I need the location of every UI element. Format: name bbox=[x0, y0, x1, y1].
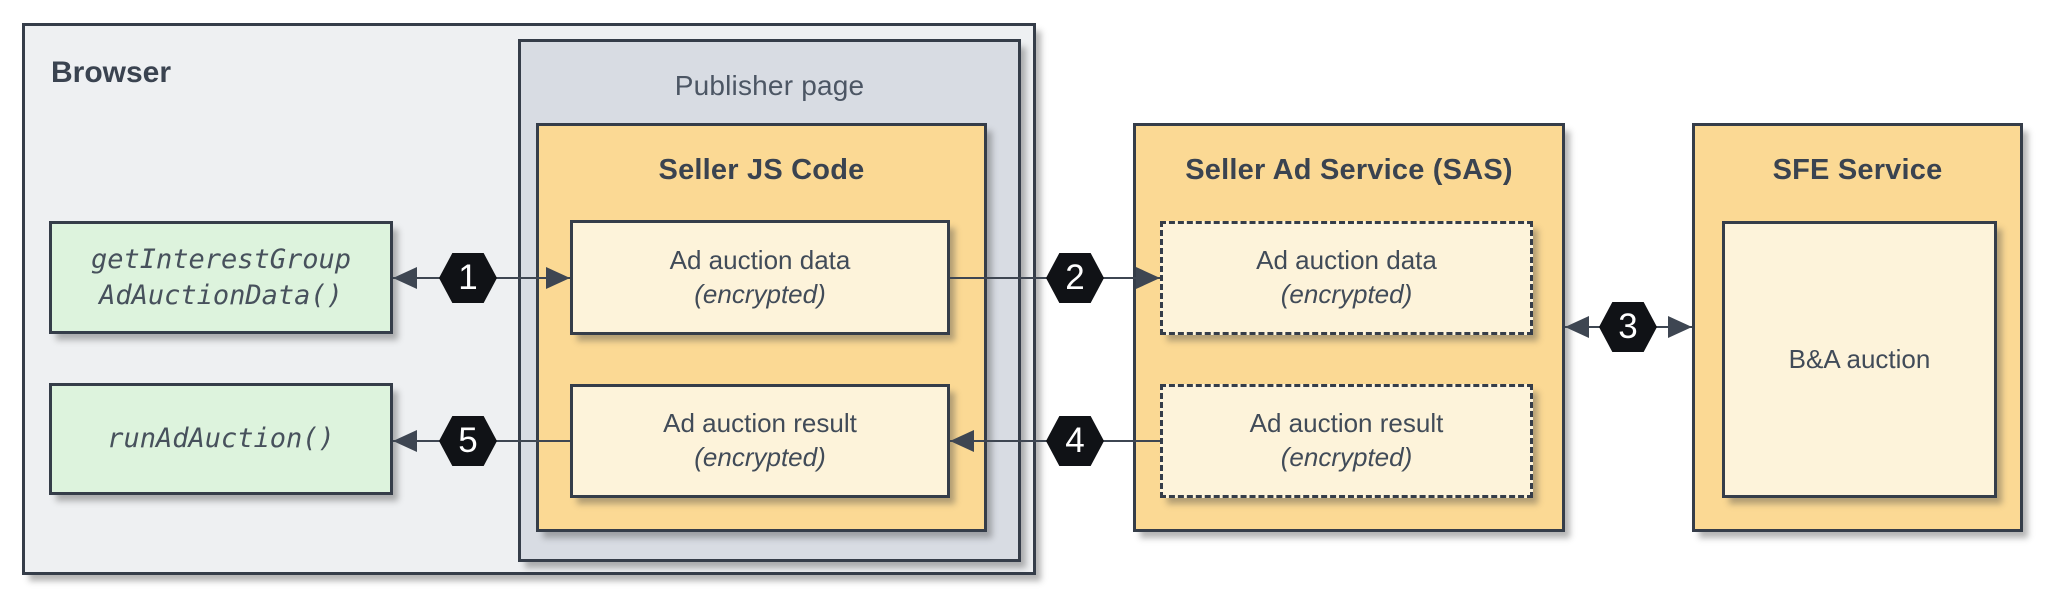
box-sublabel: (encrypted) bbox=[1280, 279, 1413, 309]
arrow-right-icon bbox=[1136, 267, 1160, 289]
box-ad-auction-data-sas: Ad auction data (encrypted) bbox=[1160, 221, 1533, 335]
api-box-line1: runAdAuction() bbox=[107, 423, 335, 455]
api-box-run-ad-auction: runAdAuction() bbox=[49, 383, 393, 495]
step-badge-3: 3 bbox=[1599, 302, 1657, 352]
box-label: Ad auction data bbox=[669, 244, 851, 275]
connector-4: 4 bbox=[950, 415, 1160, 467]
arrow-left-icon bbox=[950, 430, 974, 452]
step-badge-1: 1 bbox=[439, 253, 497, 303]
box-ad-auction-result-sas: Ad auction result (encrypted) bbox=[1160, 384, 1533, 498]
arrow-right-icon bbox=[546, 267, 570, 289]
sas-label: Seller Ad Service (SAS) bbox=[1185, 154, 1513, 186]
connector-2: 2 bbox=[950, 252, 1160, 304]
box-label: Ad auction result bbox=[1249, 408, 1444, 439]
api-box-line1: getInterestGroup bbox=[90, 244, 352, 276]
box-sublabel: (encrypted) bbox=[694, 442, 826, 472]
arrow-left-icon bbox=[1565, 316, 1589, 338]
step-badge-5: 5 bbox=[439, 416, 497, 466]
browser-label: Browser bbox=[51, 56, 172, 89]
connector-1: 1 bbox=[393, 252, 570, 304]
api-box-line2: AdAuctionData() bbox=[99, 279, 343, 311]
box-label: Ad auction result bbox=[663, 408, 857, 439]
seller-js-label: Seller JS Code bbox=[658, 154, 865, 186]
arrow-right-icon bbox=[1668, 316, 1692, 338]
step-badge-4: 4 bbox=[1046, 416, 1104, 466]
box-ad-auction-result-js: Ad auction result (encrypted) bbox=[570, 384, 950, 498]
box-sublabel: (encrypted) bbox=[694, 278, 826, 309]
arrow-left-icon bbox=[393, 267, 417, 289]
publisher-page-label: Publisher page bbox=[674, 70, 865, 101]
box-ba-auction: B&A auction bbox=[1722, 221, 1997, 498]
box-sublabel: (encrypted) bbox=[1280, 442, 1413, 472]
connector-3: 3 bbox=[1565, 301, 1692, 353]
sfe-label: SFE Service bbox=[1772, 154, 1943, 186]
step-badge-2: 2 bbox=[1046, 253, 1104, 303]
arrow-left-icon bbox=[393, 430, 417, 452]
box-label: B&A auction bbox=[1788, 343, 1931, 374]
box-ad-auction-data-js: Ad auction data (encrypted) bbox=[570, 220, 950, 335]
api-box-get-interest-group-ad-auction-data: getInterestGroup AdAuctionData() bbox=[49, 221, 393, 334]
box-label: Ad auction data bbox=[1256, 245, 1437, 276]
connector-5: 5 bbox=[393, 415, 570, 467]
